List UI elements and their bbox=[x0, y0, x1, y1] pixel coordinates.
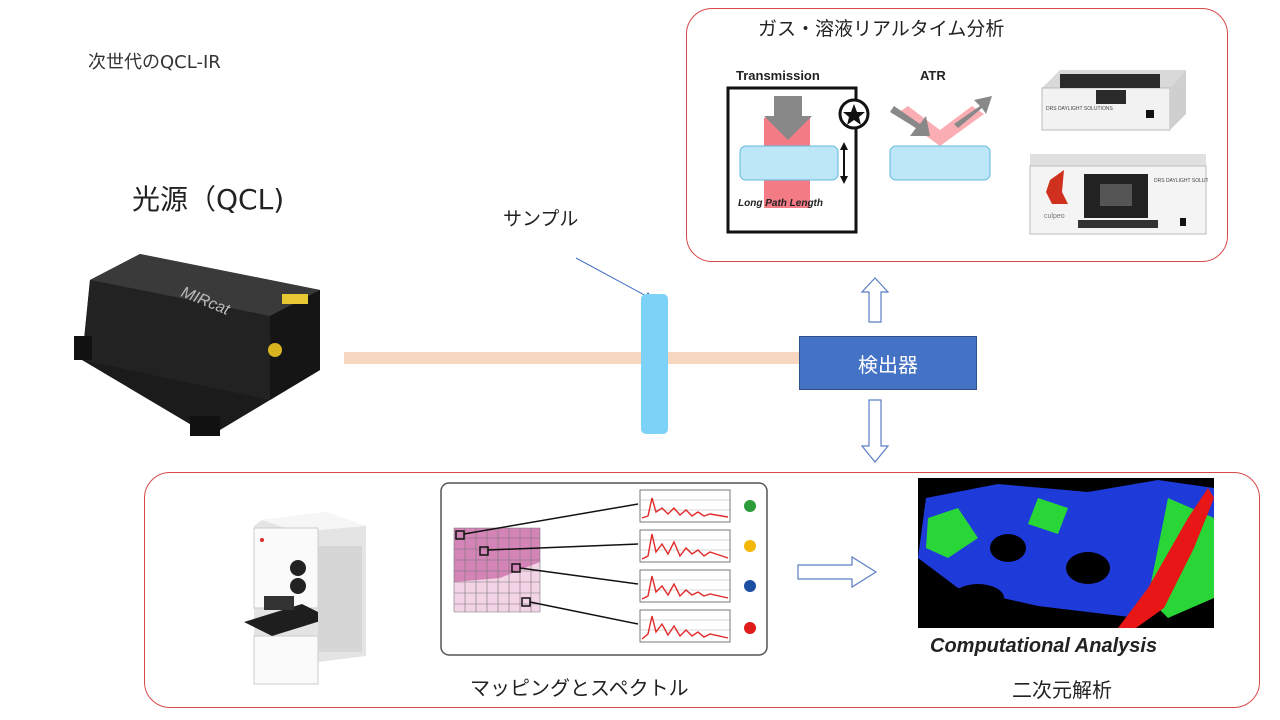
atr-diagram: ATR bbox=[889, 68, 992, 181]
spectrum-panels bbox=[639, 489, 731, 643]
qcl-laser-image: MIRcat bbox=[74, 254, 320, 436]
cluster-dot-red bbox=[744, 622, 756, 634]
gas-analysis-panel bbox=[686, 8, 1228, 262]
analyzer-top-brand: DRS DAYLIGHT SOLUTIONS bbox=[1046, 106, 1113, 112]
mapping-panel bbox=[144, 472, 1260, 708]
gas-analysis-title: ガス・溶液リアルタイム分析 bbox=[758, 18, 1005, 40]
cluster-dot-yellow bbox=[744, 540, 756, 552]
analyzer-bottom-brand: DRS DAYLIGHT SOLUTIONS bbox=[1154, 178, 1208, 184]
analysis-caption: Computational Analysis bbox=[930, 635, 1157, 657]
cluster-dot-blue bbox=[744, 580, 756, 592]
sample-cuvette bbox=[641, 294, 668, 434]
spectrum-panel-3 bbox=[639, 569, 731, 603]
arrow-up-icon bbox=[860, 277, 890, 323]
analyzer-logo-text: culpeo bbox=[1044, 213, 1065, 220]
microscope-image bbox=[244, 512, 366, 685]
laser-beam bbox=[344, 352, 800, 364]
mapping-label: マッピングとスペクトル bbox=[470, 676, 689, 700]
gas-analyzer-image-bottom: culpeo DRS DAYLIGHT SOLUTIONS bbox=[1029, 154, 1208, 235]
two-dimensional-analysis-label: 二次元解析 bbox=[1012, 678, 1112, 702]
transmission-diagram: Transmission Long Path Length bbox=[726, 68, 870, 234]
computational-analysis-image: Computational Analysis bbox=[918, 478, 1214, 662]
cluster-dot-green bbox=[744, 500, 756, 512]
detector-box: 検出器 bbox=[799, 336, 977, 390]
slide-title: 次世代のQCL-IR bbox=[88, 52, 221, 73]
transmission-label: Transmission bbox=[736, 68, 820, 83]
light-source-label: 光源（QCL) bbox=[132, 183, 285, 216]
gas-analyzer-image-top: DRS DAYLIGHT SOLUTIONS bbox=[1041, 70, 1186, 131]
path-length-label: Long Path Length bbox=[738, 198, 823, 209]
arrow-right-icon bbox=[797, 555, 878, 589]
atr-label: ATR bbox=[920, 68, 946, 83]
mapping-spectra-diagram bbox=[440, 482, 768, 656]
spectrum-panel-1 bbox=[639, 489, 731, 523]
spectrum-panel-2 bbox=[639, 529, 731, 563]
spectrum-panel-4 bbox=[639, 609, 731, 643]
tissue-map-grid bbox=[453, 527, 541, 613]
sample-label: サンプル bbox=[503, 208, 579, 230]
arrow-down-icon bbox=[860, 399, 890, 463]
